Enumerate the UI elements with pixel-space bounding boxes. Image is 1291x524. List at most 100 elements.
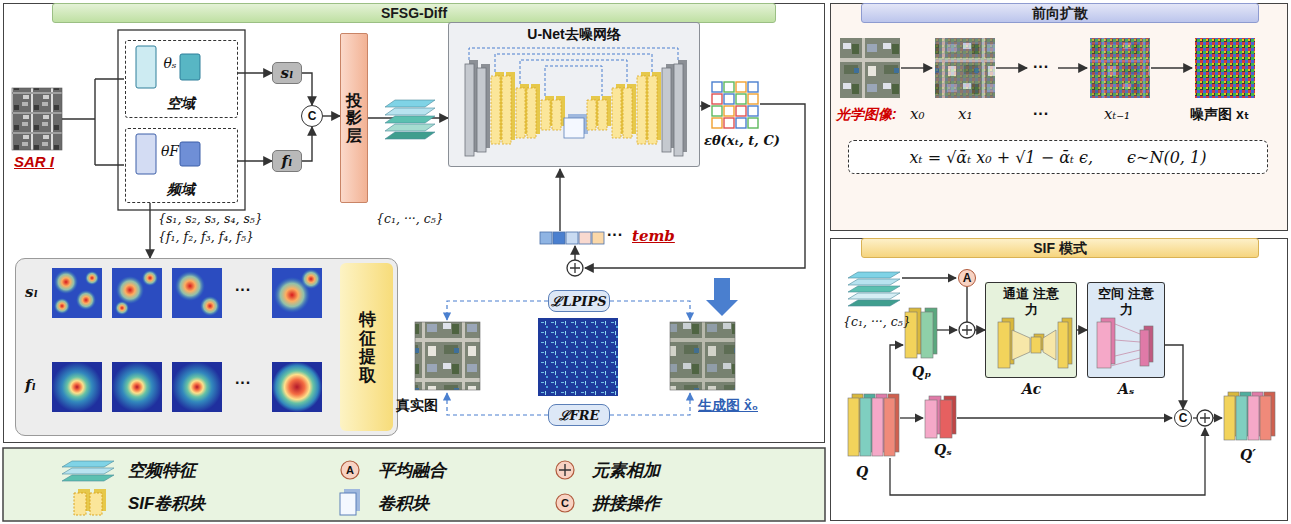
output-block-arrow bbox=[706, 278, 738, 316]
node-text: 前向扩散 bbox=[861, 3, 1259, 23]
flow-arrows bbox=[560, 104, 805, 268]
unet-blocks bbox=[465, 60, 687, 156]
q-prime-block bbox=[1260, 396, 1271, 440]
spatial-heatmaps bbox=[85, 271, 99, 285]
legend-text: 平均融合 bbox=[378, 459, 446, 482]
noise-output-grid bbox=[736, 106, 746, 116]
node-text: fₗ bbox=[282, 152, 293, 170]
frequency-encoder-icon bbox=[180, 142, 200, 166]
attention-fills bbox=[985, 282, 1165, 378]
channel-attention-icon bbox=[998, 322, 1010, 368]
loss-lines bbox=[610, 393, 690, 415]
frequency-feature-box: fₗ bbox=[272, 150, 302, 172]
q-prime-block bbox=[1248, 396, 1259, 440]
sif-lines bbox=[900, 417, 923, 418]
unet-blocks bbox=[612, 88, 621, 138]
spatial-branch: θₛ空域 bbox=[125, 40, 238, 118]
add-symbol bbox=[567, 260, 583, 276]
label: ··· bbox=[1033, 58, 1049, 76]
sif-lines bbox=[957, 417, 1172, 418]
node-text: ϵ∼N(0, 1) bbox=[1127, 148, 1206, 167]
diffusion-images bbox=[1195, 38, 1255, 98]
noise-output-grid bbox=[748, 82, 758, 92]
real-image bbox=[415, 322, 480, 390]
label: Qₛ bbox=[934, 442, 952, 458]
connector bbox=[238, 72, 272, 73]
diffusion-arrows bbox=[1058, 67, 1087, 68]
spatial-encoder-icon bbox=[136, 46, 156, 88]
unet-skip-lines bbox=[495, 54, 652, 72]
q-block bbox=[872, 398, 883, 456]
node-text: U-Net去噪网络 bbox=[449, 26, 699, 44]
condition-stack bbox=[848, 272, 900, 306]
connector bbox=[1165, 345, 1183, 409]
legend-swatches bbox=[341, 461, 359, 479]
noise-output-grid bbox=[712, 82, 758, 128]
node-text: ℒFRE bbox=[559, 406, 600, 424]
add-symbol bbox=[1200, 413, 1210, 423]
condition-stack bbox=[848, 279, 900, 285]
connector bbox=[238, 160, 272, 161]
channel-attention: 通道 注意力 bbox=[985, 282, 1077, 378]
q-prime-block bbox=[1224, 392, 1275, 440]
frequency-heatmaps bbox=[272, 362, 322, 412]
feature-stack bbox=[385, 124, 435, 131]
spatial-heatmaps bbox=[54, 270, 78, 294]
spatial-attention: 空间 注意力 bbox=[1087, 282, 1165, 378]
connector bbox=[302, 73, 312, 105]
spatial-heatmaps bbox=[52, 268, 322, 318]
unet-blocks bbox=[648, 76, 657, 144]
spatial-heatmaps bbox=[200, 296, 220, 316]
diffusion-images bbox=[840, 38, 900, 98]
node-text: SIF 模式 bbox=[861, 238, 1259, 258]
connector bbox=[323, 115, 340, 116]
unet-skip-lines bbox=[520, 60, 627, 84]
node-text: ℒLPIPS bbox=[551, 292, 606, 310]
attention-fills bbox=[1087, 282, 1165, 378]
label: {c₁, ···, c₅} bbox=[843, 314, 911, 329]
q-block bbox=[848, 398, 859, 456]
node-text: xₜ = √ᾱₜ x₀ + √1 − ᾱₜ ϵ, bbox=[910, 148, 1093, 167]
spatial-heatmaps bbox=[112, 268, 162, 318]
legend-panel bbox=[3, 448, 825, 521]
q-prime-block bbox=[1236, 396, 1247, 440]
legend-text: SIF卷积块 bbox=[128, 492, 205, 515]
branch-lines bbox=[62, 79, 124, 165]
label: Aₛ bbox=[1118, 381, 1134, 397]
frequency-heatmaps bbox=[112, 362, 162, 412]
legend-swatches bbox=[62, 461, 114, 467]
noise-output-grid bbox=[712, 94, 722, 104]
spatial-heatmaps bbox=[76, 290, 96, 310]
feature-stack bbox=[385, 100, 435, 139]
label: Ac bbox=[1022, 381, 1041, 397]
condition-stack bbox=[848, 286, 900, 292]
qs-block bbox=[925, 400, 937, 438]
condition-stack bbox=[848, 293, 900, 299]
unet-blocks bbox=[598, 100, 607, 130]
feature-extraction-fill bbox=[340, 263, 393, 431]
node-text: 频域 bbox=[126, 181, 236, 199]
legend-swatches bbox=[556, 494, 574, 512]
noise-output-grid bbox=[712, 106, 722, 116]
sif-panel: SIF 模式A通道 注意力空间 注意力C bbox=[830, 238, 1288, 521]
sif-lines bbox=[902, 277, 956, 278]
loss-lines bbox=[447, 393, 548, 415]
label: x₁ bbox=[958, 105, 972, 123]
projection-layer: 投影层 bbox=[340, 33, 368, 203]
legend-text: 卷积块 bbox=[378, 492, 429, 515]
add-symbol bbox=[570, 263, 580, 273]
label: {c₁, ···, c₅} bbox=[376, 211, 444, 226]
label: 生成图 x̂₀ bbox=[698, 397, 758, 415]
spatial-feature-box: sₗ bbox=[272, 62, 302, 84]
node-text: 投影层 bbox=[346, 92, 362, 145]
noise-output-grid bbox=[724, 118, 734, 128]
spatial-heatmaps bbox=[301, 269, 321, 289]
generated-image bbox=[670, 322, 735, 390]
frequency-encoder-icon bbox=[136, 134, 156, 174]
sar-image bbox=[12, 88, 62, 150]
unet-blocks bbox=[477, 68, 486, 152]
concat-circle: C bbox=[301, 105, 323, 127]
real-image bbox=[415, 322, 480, 390]
time-embedding-bar bbox=[592, 232, 604, 244]
connector bbox=[302, 127, 312, 161]
